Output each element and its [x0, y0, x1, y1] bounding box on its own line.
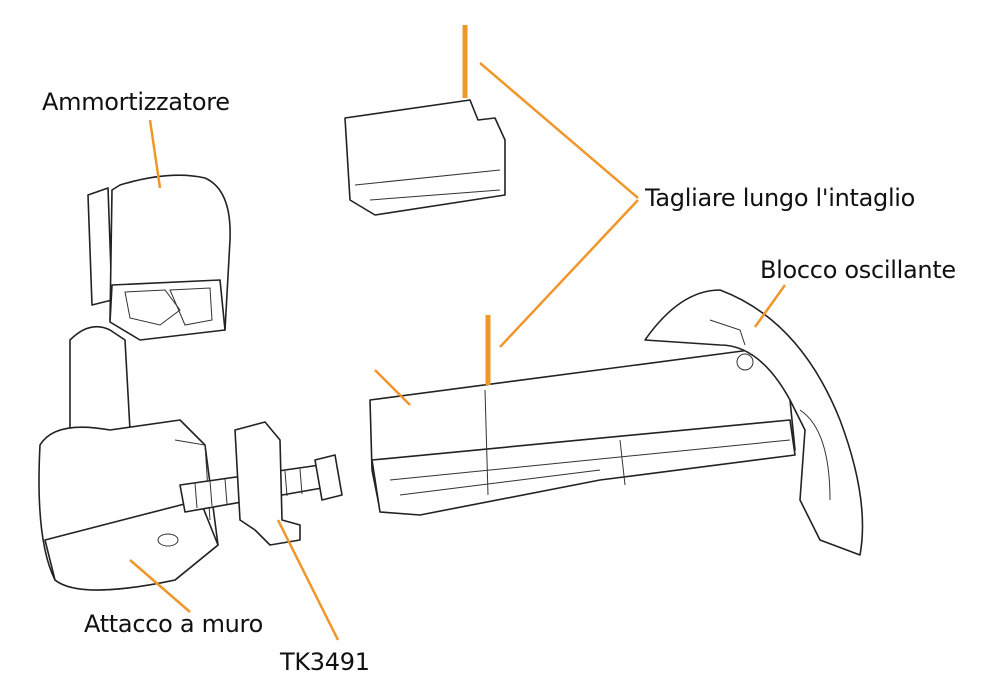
- leader-shock-absorber: [148, 119, 162, 189]
- label-cut-instruction: Tagliare lungo l'intaglio: [645, 184, 916, 212]
- leader-cut-top: [479, 62, 639, 199]
- wall-mount-part: [38, 325, 219, 591]
- leader-cut-bar: [499, 199, 639, 348]
- cut-off-piece: [344, 99, 506, 216]
- leader-bar: [374, 369, 411, 406]
- leader-part-code: [276, 519, 340, 641]
- label-shock-absorber: Ammortizzatore: [42, 88, 230, 116]
- label-part-code: TK3491: [280, 648, 370, 676]
- leader-swing-block: [753, 284, 787, 328]
- main-bar-part: [369, 349, 796, 516]
- leader-wall-mount: [129, 559, 191, 613]
- shock-absorber-part: [87, 174, 231, 341]
- swing-block-part: [644, 289, 864, 556]
- label-swing-block: Blocco oscillante: [760, 256, 956, 284]
- screw-part: [179, 421, 343, 546]
- label-wall-mount: Attacco a muro: [84, 610, 263, 638]
